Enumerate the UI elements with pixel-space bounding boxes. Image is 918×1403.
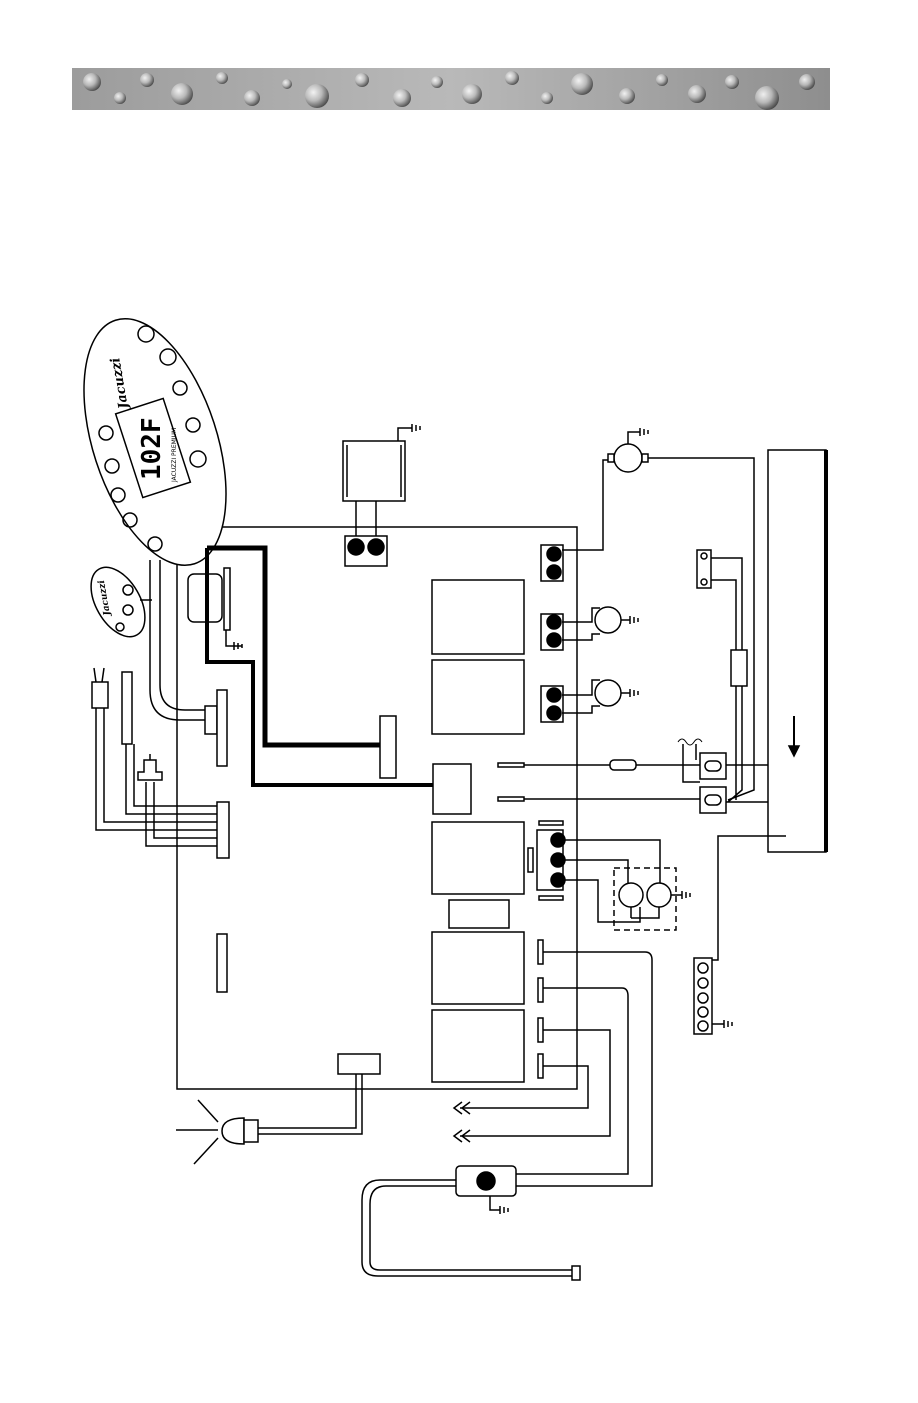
ground-icon xyxy=(640,428,648,436)
aux-header xyxy=(217,934,227,992)
sensor-connector xyxy=(217,802,229,858)
panel-model-label: JACUZZI PREMIUM xyxy=(171,428,178,483)
temp-sensor xyxy=(92,682,108,708)
ground-icon xyxy=(682,891,690,899)
aux-control-panel xyxy=(80,558,156,646)
blower-motor-icon xyxy=(614,444,642,472)
ground-icon xyxy=(630,689,638,697)
harness-connector xyxy=(380,716,396,778)
pressure-switch xyxy=(697,550,711,588)
relay-block xyxy=(432,1010,524,1082)
ground-bar xyxy=(694,958,712,1034)
relay-block xyxy=(432,932,524,1004)
relay-block xyxy=(432,660,524,734)
panel-temp-readout: 102F xyxy=(137,417,167,480)
air-button-icon xyxy=(138,760,162,780)
ground-icon xyxy=(500,1206,508,1214)
light-connector xyxy=(338,1054,380,1074)
pump-motor-icon xyxy=(647,883,671,907)
power-box xyxy=(343,441,405,501)
ground-icon xyxy=(630,616,638,624)
sensor-probe xyxy=(122,672,132,744)
header-connector xyxy=(217,690,227,766)
pump-motor-icon xyxy=(595,607,621,633)
relay-block xyxy=(432,822,524,894)
panel-connector xyxy=(205,706,217,734)
pump-motor-icon xyxy=(595,680,621,706)
spa-light-icon xyxy=(222,1118,244,1144)
relay-block xyxy=(432,580,524,654)
relay-block xyxy=(449,900,509,928)
fuse-icon xyxy=(610,760,636,770)
relay-module xyxy=(433,764,471,814)
ground-icon xyxy=(412,424,420,432)
high-limit-sensor xyxy=(731,650,747,686)
ground-icon xyxy=(724,1020,732,1028)
heater-element xyxy=(768,450,826,852)
pump-motor-icon xyxy=(619,883,643,907)
